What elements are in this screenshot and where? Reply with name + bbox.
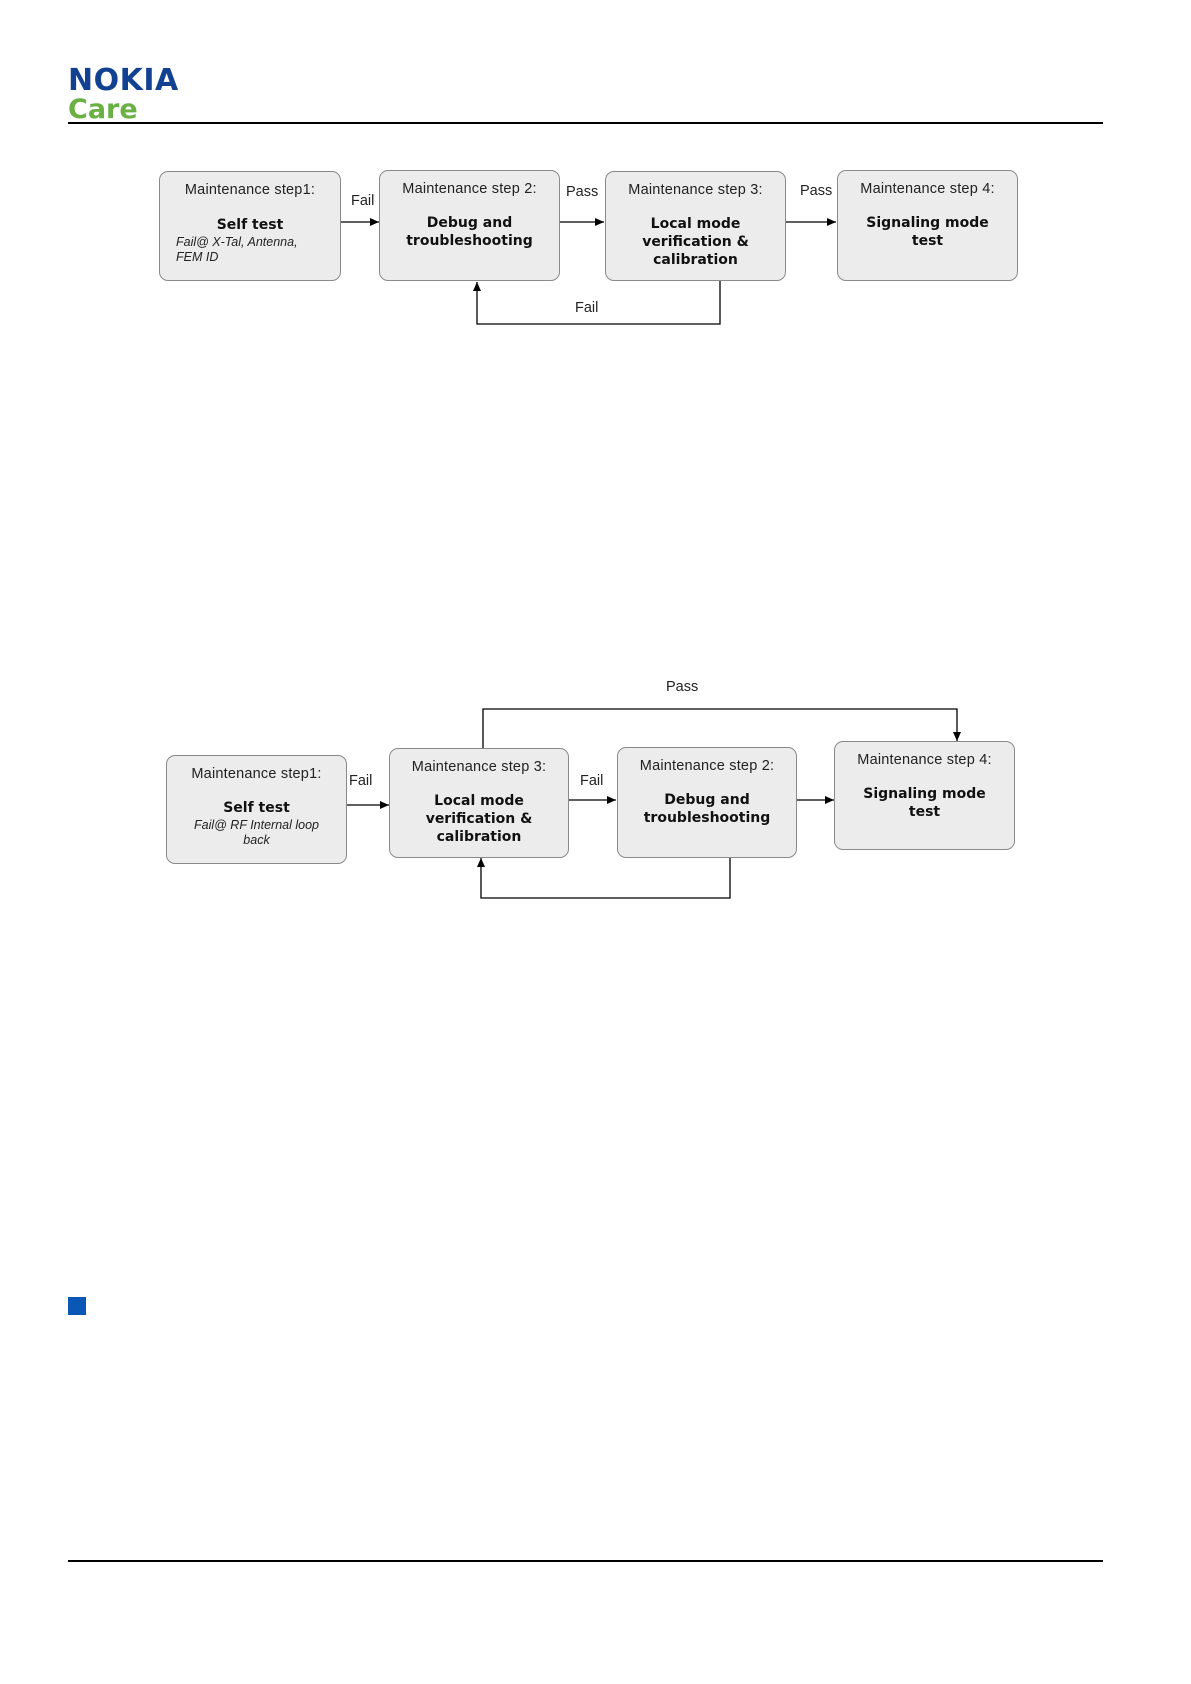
logo-nokia-text: NOKIA bbox=[68, 63, 179, 98]
d1-box-local-mode: Maintenance step 3: Local mode verificat… bbox=[605, 171, 786, 281]
step-label: Maintenance step 4: bbox=[857, 752, 992, 768]
d1-box-debug: Maintenance step 2: Debug and troublesho… bbox=[379, 170, 560, 281]
d2-label-fail-1: Fail bbox=[349, 773, 373, 789]
step-title: Self test bbox=[223, 800, 290, 816]
nokia-care-logo: NOKIA Care bbox=[68, 63, 208, 126]
d1-label-pass-2: Pass bbox=[800, 183, 833, 199]
step-title: Signaling mode test bbox=[863, 786, 986, 820]
step-label: Maintenance step1: bbox=[191, 766, 322, 782]
arrow-step3-back-to-step2 bbox=[473, 281, 721, 325]
step-title: Signaling mode test bbox=[866, 215, 989, 249]
arrow-step2-back-to-step3 bbox=[477, 858, 731, 899]
step-title: Debug and troubleshooting bbox=[643, 792, 771, 826]
step-note: Fail@ RF Internal loop back bbox=[193, 818, 319, 847]
step-title: Debug and troubleshooting bbox=[406, 215, 533, 249]
d2-label-pass-top: Pass bbox=[666, 679, 699, 695]
step-title: Self test bbox=[216, 217, 284, 233]
step-label: Maintenance step1: bbox=[184, 182, 316, 198]
d2-label-fail-2: Fail bbox=[580, 773, 604, 789]
footer-rule bbox=[68, 1560, 1103, 1562]
d2-box-self-test: Maintenance step1: Self test Fail@ RF In… bbox=[166, 755, 347, 864]
diagram-2-connectors bbox=[347, 708, 961, 899]
d1-box-signaling: Maintenance step 4: Signaling mode test bbox=[837, 170, 1018, 281]
d1-label-fail: Fail bbox=[351, 193, 375, 209]
header-rule bbox=[68, 122, 1103, 124]
d2-box-signaling: Maintenance step 4: Signaling mode test bbox=[834, 741, 1015, 850]
flow-diagram-1: Maintenance step1: Self test Fail@ X-Tal… bbox=[0, 0, 1191, 340]
d1-label-pass-1: Pass bbox=[566, 184, 599, 200]
logo-care-text: Care bbox=[68, 94, 138, 125]
step-label: Maintenance step 3: bbox=[628, 182, 763, 198]
step-title: Local mode verification & calibration bbox=[642, 216, 749, 268]
d1-label-fail-back: Fail bbox=[575, 300, 599, 316]
d1-box-self-test: Maintenance step1: Self test Fail@ X-Tal… bbox=[159, 171, 341, 281]
step-label: Maintenance step 2: bbox=[402, 181, 537, 197]
diagram-1-connectors bbox=[341, 218, 836, 325]
d2-box-local-mode: Maintenance step 3: Local mode verificat… bbox=[389, 748, 569, 858]
flow-diagram-2: Maintenance step1: Self test Fail@ RF In… bbox=[166, 679, 1015, 899]
step-title: Local mode verification & calibration bbox=[425, 793, 533, 845]
section-bullet bbox=[68, 1297, 86, 1315]
d2-box-debug: Maintenance step 2: Debug and troublesho… bbox=[617, 747, 797, 858]
step-label: Maintenance step 4: bbox=[860, 181, 995, 197]
step-note: Fail@ X-Tal, Antenna, FEM ID bbox=[176, 235, 298, 264]
step-label: Maintenance step 3: bbox=[411, 759, 547, 775]
step-label: Maintenance step 2: bbox=[639, 758, 775, 774]
arrow-step3-pass-to-step4 bbox=[482, 708, 961, 748]
